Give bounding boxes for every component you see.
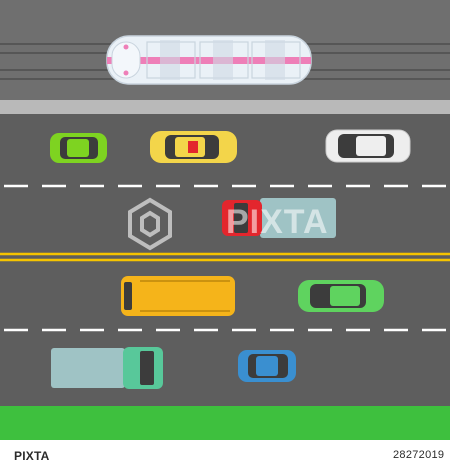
grass <box>0 406 450 440</box>
red-truck-icon <box>222 198 336 238</box>
image-id-label: 28272019 <box>393 449 445 461</box>
tram-icon <box>106 35 312 85</box>
watermark-text: PIXTA <box>226 203 329 241</box>
center-line <box>0 252 450 262</box>
white-car-icon <box>325 129 411 163</box>
footer-bar <box>0 440 450 469</box>
blue-car-icon <box>238 350 296 382</box>
green-car-icon <box>50 133 107 163</box>
road-scene <box>0 0 450 440</box>
green-car-icon <box>298 280 384 312</box>
taxi-icon <box>150 131 237 163</box>
brand-label: PIXTA <box>14 449 50 463</box>
sidewalk <box>0 100 450 114</box>
watermark-logo <box>128 197 172 251</box>
school-bus-icon <box>121 276 235 316</box>
green-truck-icon <box>51 347 163 389</box>
